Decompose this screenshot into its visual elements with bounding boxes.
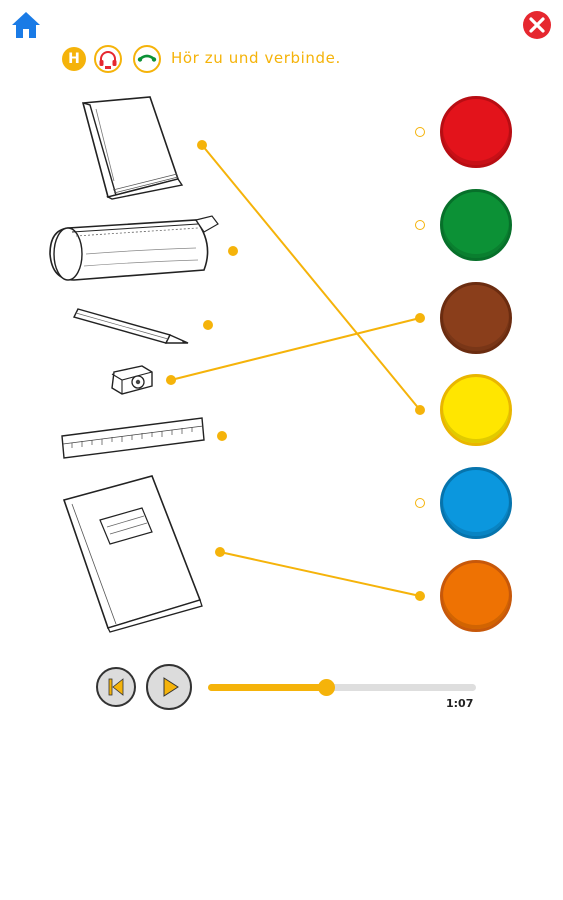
connection-book-yellow [201, 144, 421, 411]
book-icon [81, 96, 184, 200]
color-button-orange[interactable] [440, 560, 512, 632]
color-button-blue[interactable] [440, 467, 512, 539]
play-button[interactable] [146, 664, 192, 710]
color-anchor-brown[interactable] [415, 313, 425, 323]
item-anchor-exercise-book[interactable] [215, 547, 225, 557]
pencil-case-icon [49, 215, 219, 281]
ruler-icon [61, 417, 205, 459]
progress-fill [208, 684, 326, 691]
color-button-red[interactable] [440, 96, 512, 168]
connect-line-icon [137, 54, 157, 62]
close-icon [523, 11, 551, 39]
color-anchor-blue[interactable] [415, 498, 425, 508]
item-anchor-pencil-case[interactable] [228, 246, 238, 256]
level-badge: H [62, 47, 86, 71]
connection-exercise-book-orange [219, 551, 421, 597]
item-anchor-book[interactable] [197, 140, 207, 150]
item-anchor-ruler[interactable] [217, 431, 227, 441]
exercise-book-icon [62, 475, 203, 633]
home-icon [12, 12, 40, 38]
close-button[interactable] [522, 10, 552, 40]
progress-slider[interactable] [208, 679, 476, 696]
play-icon [163, 677, 179, 697]
color-anchor-red[interactable] [415, 127, 425, 137]
color-button-green[interactable] [440, 189, 512, 261]
color-anchor-orange[interactable] [415, 591, 425, 601]
skip-back-button[interactable] [96, 667, 136, 707]
audio-button[interactable] [94, 45, 122, 73]
sharpener-icon [111, 365, 153, 395]
headphones-icon [99, 51, 117, 69]
item-anchor-sharpener[interactable] [166, 375, 176, 385]
connect-mode-button[interactable] [133, 45, 161, 73]
progress-thumb[interactable] [317, 679, 335, 696]
color-button-brown[interactable] [440, 282, 512, 354]
skip-back-icon [108, 678, 124, 696]
color-button-yellow[interactable] [440, 374, 512, 446]
instruction-text: Hör zu und verbinde. [171, 49, 341, 67]
elapsed-time: 1:07 [446, 697, 474, 710]
item-anchor-pencil[interactable] [203, 320, 213, 330]
home-button[interactable] [10, 10, 42, 40]
color-anchor-green[interactable] [415, 220, 425, 230]
color-anchor-yellow[interactable] [415, 405, 425, 415]
pencil-icon [72, 308, 189, 344]
